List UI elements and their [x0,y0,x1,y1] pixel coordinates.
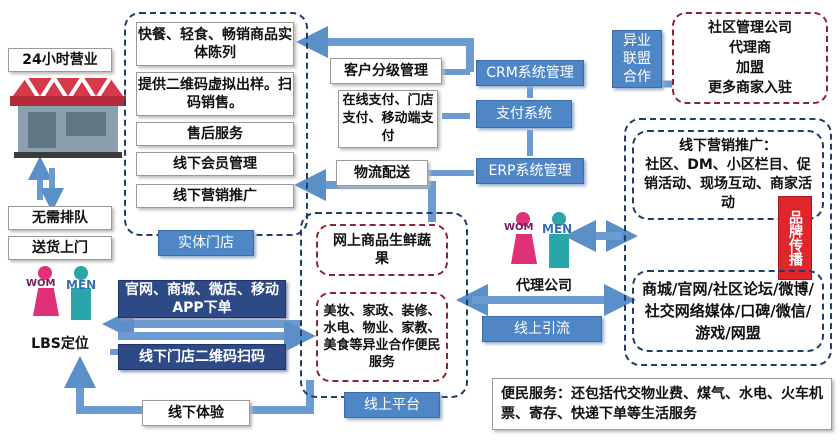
offline-promo-title: 线下营销推广： [679,138,777,154]
online-services-text: 美妆、家政、装修、水电、物业、家教、美食等异业合作便民服务 [323,304,441,370]
crm-input-text: 客户分级管理 [344,63,428,79]
channel-online-order-text: 官网、商城、微店、移动APP下单 [125,282,279,316]
alliance-partner-2: 代理商 [729,40,771,56]
alliance-box: 异业联盟合作 [612,30,662,88]
person-man-icon-center: MEN [542,212,578,270]
offline-promo-box: 线下营销推广： 社区、DM、小区栏目、促销活动、现场互动、商家活动 [632,130,824,220]
person-woman-icon-center: WOM [504,212,542,270]
online-platform-text: 线上平台 [364,397,420,413]
crm-system-label: CRM系统管理 [476,60,584,86]
online-goods-text: 网上商品生鲜蔬果 [333,233,431,267]
store-item-aftersales: 售后服务 [136,122,294,146]
channel-online-order: 官网、商城、微店、移动APP下单 [118,280,286,318]
alliance-text: 异业联盟合作 [623,33,651,85]
lbs-text: LBS定位 [31,336,89,352]
store-item-aftersales-text: 售后服务 [187,126,243,142]
channel-qr-scan: 线下门店二维码扫码 [118,344,286,370]
online-media-box: 商城/官网/社区论坛/微博/社交网络媒体/口碑/微信/游戏/网盟 [632,270,824,352]
online-traffic-label: 线上引流 [482,316,602,342]
person-man-icon: MEN [66,266,100,322]
no-queue-box: 无需排队 [8,206,112,230]
store-item-member: 线下会员管理 [136,152,294,176]
store-title-text: 实体门店 [178,235,234,251]
offline-experience-text: 线下体验 [168,405,224,421]
online-goods-box: 网上商品生鲜蔬果 [316,224,448,276]
online-platform-title: 线上平台 [344,392,440,418]
convenience-text: 便民服务：还包括代交物业费、煤气、水电、火车机票、寄存、快递下单等生活服务 [501,386,823,422]
pay-input-box: 在线支付、门店支付、移动端支付 [338,90,438,148]
delivery-box: 送货上门 [8,236,112,260]
store-item-qr-text: 提供二维码虚拟出样。扫码销售。 [138,77,292,111]
logistics-input-text: 物流配送 [354,165,410,181]
business-hours-box: 24小时营业 [8,48,112,72]
alliance-partner-1: 社区管理公司 [708,20,792,36]
crm-input-box: 客户分级管理 [330,58,442,84]
agent-text: 代理公司 [516,278,572,294]
no-queue-text: 无需排队 [32,210,88,226]
online-services-box: 美妆、家政、装修、水电、物业、家教、美食等异业合作便民服务 [316,292,448,382]
store-item-display: 快餐、轻食、畅销商品实体陈列 [136,22,294,66]
erp-system-text: ERP系统管理 [488,163,572,179]
pay-system-text: 支付系统 [496,106,552,122]
store-item-display-text: 快餐、轻食、畅销商品实体陈列 [138,27,292,61]
man-label: MEN [66,278,97,292]
man-label-center: MEN [542,222,573,236]
woman-label-center: WOM [504,222,534,233]
business-hours-text: 24小时营业 [22,52,98,68]
brand-badge: 品牌传播 [778,196,812,280]
arrow-crm-to-store [296,26,474,72]
store-title: 实体门店 [158,230,254,256]
store-item-member-text: 线下会员管理 [173,156,257,172]
offline-promo-body: 社区、DM、小区栏目、促销活动、现场互动、商家活动 [644,157,812,211]
store-item-qr: 提供二维码虚拟出样。扫码销售。 [136,72,294,116]
logistics-input-box: 物流配送 [336,160,428,186]
delivery-text: 送货上门 [32,240,88,256]
crm-system-text: CRM系统管理 [486,65,574,81]
alliance-partners-box: 社区管理公司 代理商 加盟 更多商家入驻 [672,12,828,104]
offline-experience-box: 线下体验 [142,400,250,426]
online-traffic-text: 线上引流 [514,321,570,337]
erp-system-label: ERP系统管理 [476,158,584,184]
store-item-promo: 线下营销推广 [136,184,294,208]
online-media-text: 商城/官网/社区论坛/微博/社交网络媒体/口碑/微信/游戏/网盟 [642,280,814,342]
person-woman-icon: WOM [26,266,64,322]
woman-label: WOM [26,278,56,289]
pay-input-text: 在线支付、门店支付、移动端支付 [342,93,434,144]
alliance-partner-3: 加盟 [736,60,764,76]
brand-text: 品牌传播 [787,210,803,266]
pay-system-label: 支付系统 [476,100,572,128]
store-item-promo-text: 线下营销推广 [173,188,257,204]
convenience-box: 便民服务：还包括代交物业费、煤气、水电、火车机票、寄存、快递下单等生活服务 [492,378,832,430]
channel-qr-scan-text: 线下门店二维码扫码 [139,349,265,365]
alliance-partner-4: 更多商家入驻 [708,80,792,96]
marketing-container [624,118,832,366]
